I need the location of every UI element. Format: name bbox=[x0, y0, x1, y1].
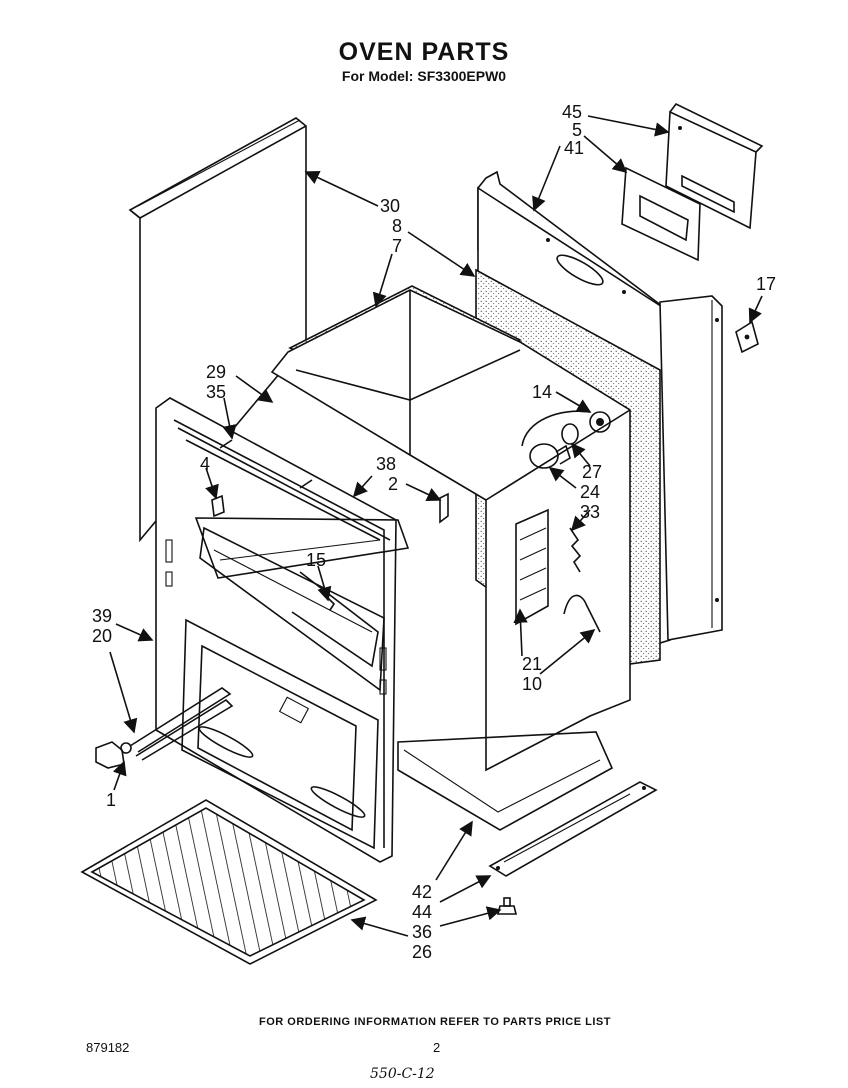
vent-gasket bbox=[621, 166, 701, 262]
callout-15: 15 bbox=[306, 550, 326, 570]
callout-29: 29 bbox=[206, 362, 226, 382]
page-title: OVEN PARTS bbox=[338, 38, 510, 66]
callout-41: 41 bbox=[564, 138, 584, 158]
callout-21: 21 bbox=[522, 654, 542, 674]
callout-20: 20 bbox=[92, 626, 112, 646]
callout-2: 2 bbox=[388, 474, 398, 494]
front-frame bbox=[155, 397, 397, 863]
callout-33: 33 bbox=[580, 502, 600, 522]
callout-45: 45 bbox=[562, 102, 582, 122]
callout-39: 39 bbox=[92, 606, 112, 626]
callout-10: 10 bbox=[522, 674, 542, 694]
vent-cover-plate bbox=[665, 102, 764, 230]
leveling-foot bbox=[496, 897, 518, 915]
document-number: 879182 bbox=[86, 1040, 130, 1055]
top-trim-strip bbox=[177, 427, 391, 541]
callout-1: 1 bbox=[106, 790, 116, 810]
bracket-part bbox=[735, 320, 759, 354]
door-latch-clip bbox=[211, 494, 225, 518]
model-subtitle: For Model: SF3300EPW0 bbox=[341, 68, 507, 84]
callout-24: 24 bbox=[580, 482, 600, 502]
callout-8: 8 bbox=[392, 216, 402, 236]
right-side-panel bbox=[659, 295, 723, 641]
callout-38: 38 bbox=[376, 454, 396, 474]
ordering-info-note: FOR ORDERING INFORMATION REFER TO PARTS … bbox=[259, 1016, 611, 1028]
callout-4: 4 bbox=[200, 454, 210, 474]
hinge-rod bbox=[563, 594, 601, 633]
callout-44: 44 bbox=[412, 902, 432, 922]
callout-36: 36 bbox=[412, 922, 432, 942]
callout-30: 30 bbox=[380, 196, 400, 216]
callout-14: 14 bbox=[532, 382, 552, 402]
door-spring bbox=[569, 527, 582, 573]
callout-42: 42 bbox=[412, 882, 432, 902]
leader-lines bbox=[109, 115, 763, 937]
callout-5: 5 bbox=[572, 120, 582, 140]
callout-7: 7 bbox=[392, 236, 402, 256]
callout-27: 27 bbox=[582, 462, 602, 482]
heating-element bbox=[194, 517, 410, 668]
callout-26: 26 bbox=[412, 942, 432, 962]
broiler-pan-rail bbox=[488, 781, 658, 877]
callout-35: 35 bbox=[206, 382, 226, 402]
callout-17: 17 bbox=[756, 274, 776, 294]
handwritten-annotation: 550-C-12 bbox=[370, 1066, 435, 1082]
oven-liner bbox=[270, 289, 631, 831]
oven-rack bbox=[80, 799, 378, 965]
mounting-bracket bbox=[439, 492, 449, 524]
page-number: 2 bbox=[433, 1040, 441, 1055]
